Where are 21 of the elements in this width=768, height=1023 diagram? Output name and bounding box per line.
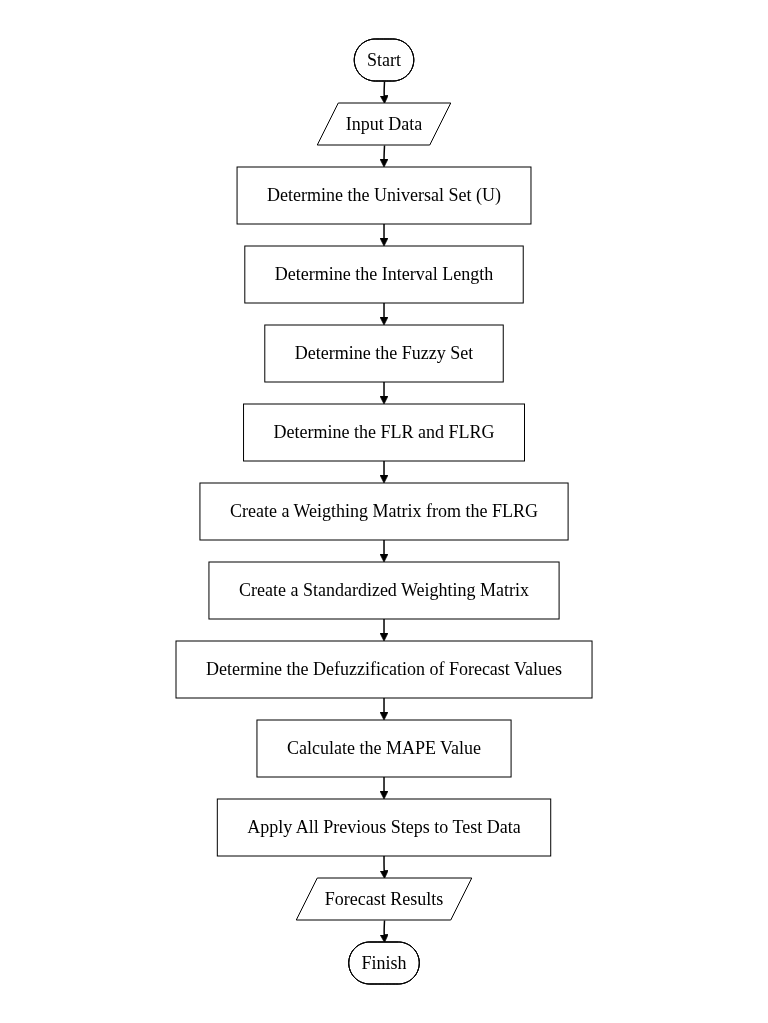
arrow xyxy=(379,381,389,405)
node-box: Determine the Interval Length xyxy=(244,245,524,304)
arrow xyxy=(379,223,389,247)
node-box: Determine the Universal Set (U) xyxy=(236,166,532,225)
arrow xyxy=(379,144,389,168)
arrow xyxy=(379,776,389,800)
arrow xyxy=(379,80,389,104)
node-box: Determine the FLR and FLRG xyxy=(243,403,525,462)
arrow xyxy=(379,460,389,484)
node-box: Create a Standardized Weighting Matrix xyxy=(208,561,560,620)
node-box: Determine the Fuzzy Set xyxy=(264,324,504,383)
arrow xyxy=(379,302,389,326)
node-box: Apply All Previous Steps to Test Data xyxy=(216,798,552,857)
node-box: Determine the Defuzzification of Forecast Values xyxy=(175,640,593,699)
arrow xyxy=(379,919,389,943)
arrow xyxy=(379,618,389,642)
arrow xyxy=(379,855,389,879)
node-box: Create a Weigthing Matrix from the FLRG xyxy=(199,482,569,541)
arrow xyxy=(379,697,389,721)
node-box: Calculate the MAPE Value xyxy=(256,719,512,778)
arrow xyxy=(379,539,389,563)
